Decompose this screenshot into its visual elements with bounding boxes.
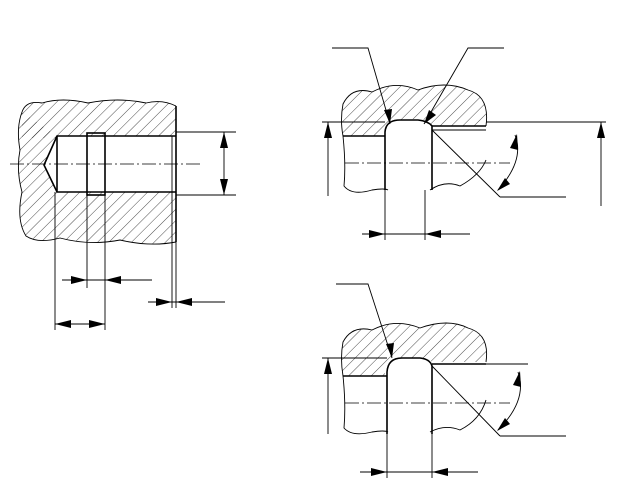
leader-right (423, 47, 504, 125)
angle-leg (431, 365, 501, 437)
break-line-lower-right (429, 399, 487, 433)
arrow-up-icon (220, 132, 228, 148)
arrow-left-icon (176, 298, 192, 306)
undercut-detail-upper (322, 47, 606, 240)
arrow-up-icon (597, 122, 605, 138)
arrow-right-icon (89, 320, 105, 328)
arrow-up-icon (324, 358, 332, 374)
break-line-left (17, 99, 177, 245)
arrow-left-icon (432, 468, 448, 476)
arrow-left-icon (55, 320, 71, 328)
break-line-upper (341, 84, 488, 193)
leader-left (332, 47, 391, 125)
arrow-down-icon (497, 178, 510, 191)
arrow-right-icon (369, 230, 385, 238)
arrow-up-icon (324, 122, 332, 138)
leader-arrow-icon (386, 343, 394, 358)
undercut-detail-lower (322, 283, 566, 478)
arrow-down-icon (220, 179, 228, 195)
groove-outline (386, 357, 433, 434)
break-line-lower (341, 322, 488, 435)
hatch-lower-detail (341, 323, 487, 376)
break-line-upper-right (429, 159, 487, 191)
arrow-right-icon (371, 468, 387, 476)
arrow-down-icon (497, 418, 510, 431)
arrow-right-icon (156, 298, 172, 306)
leader-left (336, 283, 393, 359)
leader-arrow-icon (424, 110, 436, 124)
arrow-up-icon (513, 371, 521, 387)
arrow-left-icon (425, 230, 441, 238)
hatch-top-left (22, 100, 176, 138)
bore-outline (43, 135, 176, 193)
hatch-bottom-left (19, 192, 176, 245)
hatch-upper-detail (341, 85, 487, 136)
arrow-up-icon (510, 134, 518, 150)
leader-arrow-icon (384, 109, 392, 124)
angle-leg (431, 129, 501, 198)
arrow-left-icon (105, 276, 121, 284)
threaded-hole-section (10, 99, 236, 330)
groove-outline (384, 119, 433, 190)
arrow-right-icon (71, 276, 87, 284)
